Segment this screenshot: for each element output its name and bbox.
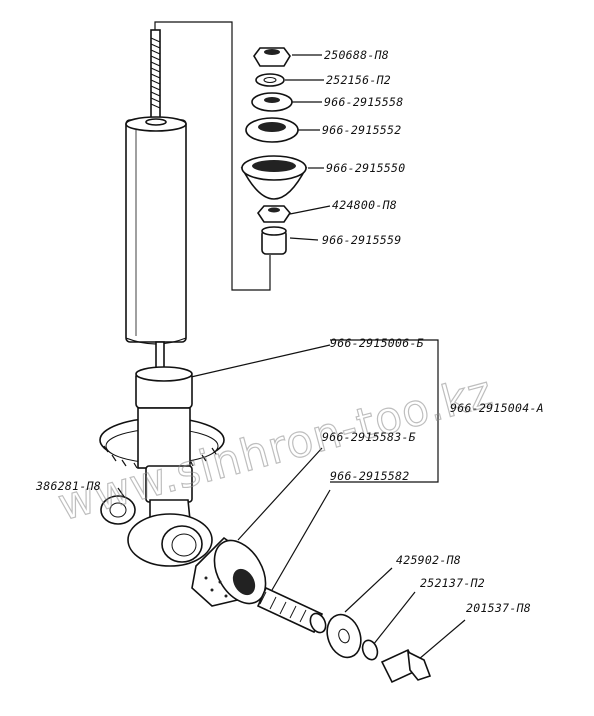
label-966-2915558: 966-2915558 xyxy=(324,95,403,109)
label-966-2915583: 966-2915583-Б xyxy=(322,430,416,444)
label-966-2915006: 966-2915006-Б xyxy=(330,336,424,350)
label-424800: 424800-П8 xyxy=(332,198,397,212)
label-966-2915559: 966-2915559 xyxy=(322,233,401,247)
part-labels: 250688-П8 252156-П2 966-2915558 966-2915… xyxy=(35,48,544,615)
label-252137: 252137-П2 xyxy=(420,576,485,590)
label-252156: 252156-П2 xyxy=(326,73,391,87)
leader-lines xyxy=(117,21,466,666)
label-201537: 201537-П8 xyxy=(466,601,531,615)
label-966-2915552: 966-2915552 xyxy=(322,123,401,137)
label-966-2915550: 966-2915550 xyxy=(326,161,405,175)
top-hardware xyxy=(240,47,308,255)
lower-hardware xyxy=(100,495,432,684)
shock-absorber-body xyxy=(99,29,225,567)
label-966-2915582: 966-2915582 xyxy=(330,469,409,483)
label-966-2915004: 966-2915004-А xyxy=(450,401,544,415)
label-425902: 425902-П8 xyxy=(396,553,461,567)
label-386281: 386281-П8 xyxy=(35,479,101,493)
label-250688: 250688-П8 xyxy=(324,48,389,62)
